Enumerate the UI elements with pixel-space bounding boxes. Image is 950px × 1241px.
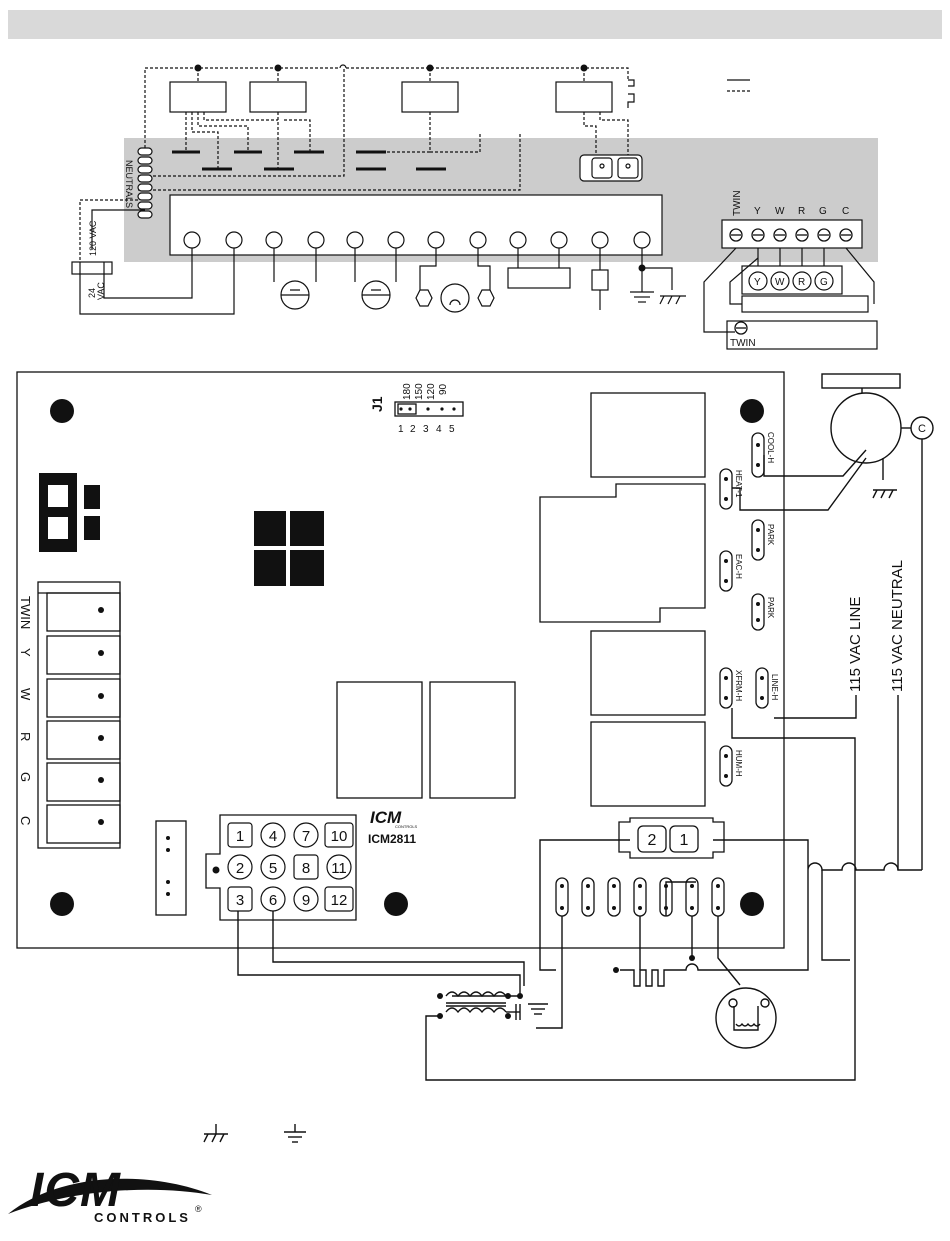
inner-r-label: R xyxy=(798,277,805,288)
vac120-label: 120 VAC xyxy=(88,220,98,256)
term-cool-h: COOL-H xyxy=(766,432,775,463)
chassis-ground-symbol xyxy=(660,296,686,304)
led-display xyxy=(39,473,77,552)
plug-pin-3: 3 xyxy=(236,892,244,909)
vac-neutral-label: 115 VAC NEUTRAL xyxy=(889,560,906,692)
thermostat-r-label: R xyxy=(798,206,805,217)
thermostat-w-label: W xyxy=(775,206,785,217)
jumper-pin-5: 5 xyxy=(449,424,455,435)
term-xfrm-h: XFRM-H xyxy=(734,670,743,701)
jumper-speed-180: 180 xyxy=(402,383,413,400)
transformer xyxy=(72,262,112,274)
relay-box-4 xyxy=(556,82,612,112)
plug-pin-8: 8 xyxy=(302,860,310,877)
logo-sub: CONTROLS xyxy=(94,1210,191,1225)
plug-pin-2: 2 xyxy=(236,860,244,877)
plug-pin-1: 1 xyxy=(236,828,244,845)
inner-g-label: G xyxy=(820,277,828,288)
relay-box-1 xyxy=(170,82,226,112)
mount-hole-3 xyxy=(50,892,74,916)
mount-hole-4 xyxy=(384,892,408,916)
left-term-twin: TWIN xyxy=(18,596,33,629)
blower-motor xyxy=(831,393,901,463)
inducer-motor xyxy=(716,988,776,1048)
thermostat-twin-label: TWIN xyxy=(732,190,743,216)
plug-pin-12: 12 xyxy=(331,892,348,909)
board-outline xyxy=(17,372,784,948)
jumper-pin-3: 3 xyxy=(423,424,429,435)
plug-pin-9: 9 xyxy=(302,892,310,909)
mount-hole-2 xyxy=(740,399,764,423)
term-park-2: PARK xyxy=(766,597,775,619)
left-term-y: Y xyxy=(18,648,33,657)
plug-pin-5: 5 xyxy=(269,860,277,877)
jumper-speed-90: 90 xyxy=(438,383,449,395)
mount-hole-5 xyxy=(740,892,764,916)
vac24-label-line2: VAC xyxy=(96,282,106,300)
plug2-pin-1: 1 xyxy=(680,832,689,849)
load-box xyxy=(508,268,570,288)
plug-pin-4: 4 xyxy=(269,828,277,845)
jumper-pin-4: 4 xyxy=(436,424,442,435)
thermostat-y-label: Y xyxy=(754,206,761,217)
term-eac-h: EAC-H xyxy=(734,554,743,579)
control-board xyxy=(17,372,784,948)
plug-pin-7: 7 xyxy=(302,828,310,845)
jumper-label: J1 xyxy=(369,396,385,412)
plug2-pin-2: 2 xyxy=(648,832,657,849)
jumper-pin-2: 2 xyxy=(410,424,416,435)
terminal-block xyxy=(170,195,662,255)
thermostat-g-label: G xyxy=(819,206,827,217)
jumper-pin-1: 1 xyxy=(398,424,404,435)
board-model: ICM2811 xyxy=(368,832,416,846)
plug-pin-6: 6 xyxy=(269,892,277,909)
twin-box-label: TWIN xyxy=(730,338,756,349)
inner-y-label: Y xyxy=(754,277,761,288)
term-hum-h: HUM-H xyxy=(734,750,743,777)
plug-pin-11: 11 xyxy=(331,860,347,877)
term-heat-1: HEAT-1 xyxy=(734,470,743,498)
relay-box-3 xyxy=(402,82,458,112)
left-term-g: G xyxy=(18,772,33,782)
vac-line-label: 115 VAC LINE xyxy=(847,597,864,692)
legend-grounds xyxy=(204,1124,306,1142)
logo-reg: ® xyxy=(195,1204,202,1214)
thermostat-c-label: C xyxy=(842,206,849,217)
capacitor-label: C xyxy=(918,423,926,435)
header-bar xyxy=(8,10,942,39)
switch-box xyxy=(592,270,608,290)
mount-hole-1 xyxy=(50,399,74,423)
left-term-c: C xyxy=(18,816,33,825)
board-brand-small-sub: CONTROLS xyxy=(395,824,418,829)
left-term-w: W xyxy=(18,688,33,701)
term-park-1: PARK xyxy=(766,524,775,546)
neutrals-label: NEUTRALS xyxy=(124,160,134,208)
inner-w-label: W xyxy=(775,277,785,288)
jumper-speed-150: 150 xyxy=(414,383,425,400)
left-term-r: R xyxy=(18,732,33,741)
thermostat-bar xyxy=(742,296,868,312)
term-line-h: LINE-H xyxy=(770,674,779,700)
jumper-speed-120: 120 xyxy=(426,383,437,400)
relay-box-2 xyxy=(250,82,306,112)
ground-symbol xyxy=(630,292,654,302)
motor-bracket xyxy=(822,374,900,388)
plug-pin-10: 10 xyxy=(331,828,348,845)
